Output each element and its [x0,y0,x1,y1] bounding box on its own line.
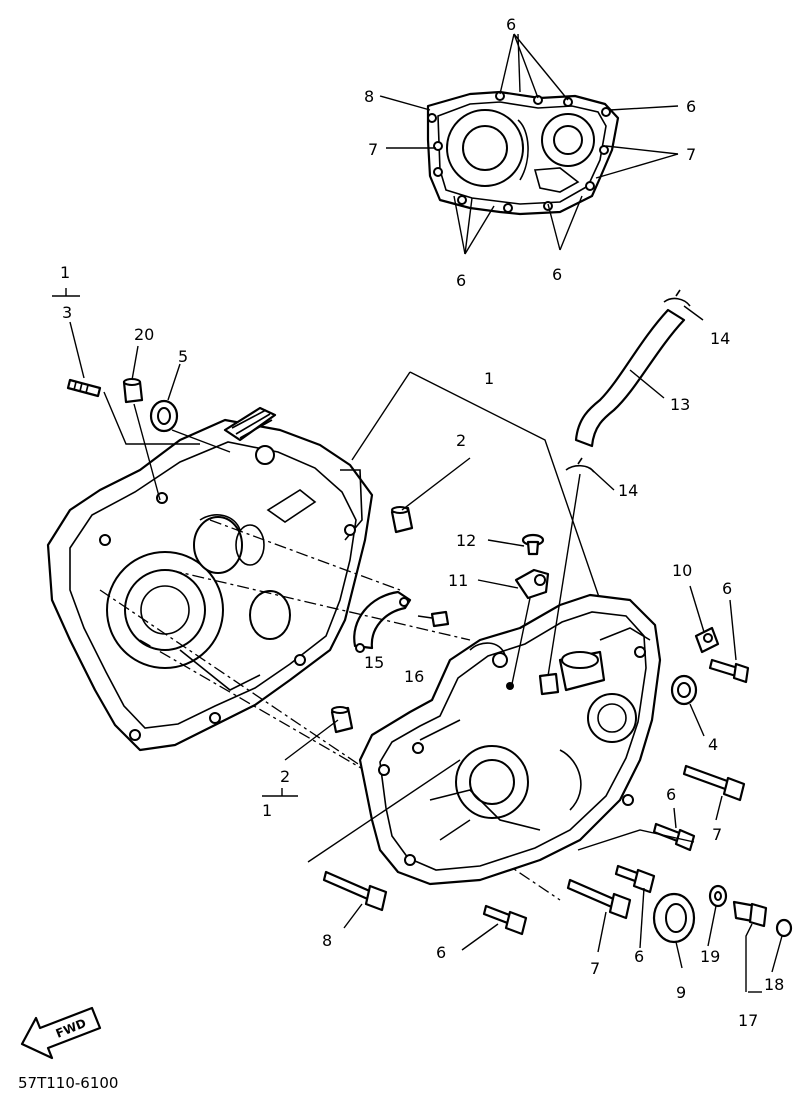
stud-3 [66,378,102,398]
hose-clamp-14-top [663,289,691,307]
callout-18: 18 [764,975,784,994]
callout-8-bottom: 8 [322,931,332,950]
callout-5: 5 [178,347,188,366]
right-leaders [307,305,783,993]
drain-plug-17 [732,900,768,928]
callout-6-mid: 6 [666,785,676,804]
bolt-8-bottom [322,870,388,912]
dowel-2-upper [390,506,414,534]
callout-6-top-bottom-right: 6 [552,265,562,284]
right-crankcase-half [358,593,662,886]
hose-clamp-14-lower [565,457,595,473]
callout-11: 11 [448,571,468,590]
crankcase-gasket [426,90,620,216]
oil-seal-4 [670,674,698,706]
callout-14-lower: 14 [618,481,638,500]
set-bracket-top [52,288,80,297]
callout-2-lower: 2 [280,767,290,786]
callout-7-bottom: 7 [590,959,600,978]
callout-13: 13 [670,395,690,414]
screw-12 [521,533,545,556]
oil-seal-9 [652,892,696,944]
callout-7-top-left: 7 [368,140,378,159]
callout-2-upper: 2 [456,431,466,450]
oil-seal-5 [149,399,179,433]
callout-19: 19 [700,947,720,966]
left-leaders [69,321,231,501]
bolt-6-lower [614,864,656,894]
callout-7-right: 7 [712,825,722,844]
callout-10: 10 [672,561,692,580]
fwd-arrow-icon [20,1006,102,1060]
callout-20: 20 [134,325,154,344]
callout-6-lower: 6 [634,947,644,966]
callout-17: 17 [738,1011,758,1030]
callout-6-top-bottom-left: 6 [456,271,466,290]
callout-6-right: 6 [722,579,732,598]
screw-16 [417,610,450,628]
dowel-2-lower [330,706,354,734]
callout-1-lower: 1 [262,801,272,820]
bolt-6-bottom [482,904,528,936]
callout-6-top: 6 [506,15,516,34]
crankcase-set-leader [284,371,601,761]
callout-3: 3 [62,303,72,322]
breather-hose-13 [574,308,686,448]
bolt-6-right [708,658,750,684]
bolt-7-bottom [566,878,632,920]
bolt-7-right [682,764,746,802]
callout-7-top-right: 7 [686,145,696,164]
callout-12: 12 [456,531,476,550]
callout-15: 15 [364,653,384,672]
callout-16: 16 [404,667,424,686]
gasket-leaders [379,33,679,255]
callout-8-top: 8 [364,87,374,106]
bracket-10 [694,626,720,654]
washer-19 [708,884,728,908]
drawing-code: 57T110-6100 [18,1074,118,1092]
callout-9: 9 [676,983,686,1002]
fitting-11 [514,568,550,600]
callout-14-top: 14 [710,329,730,348]
callout-1-set: 1 [60,263,70,282]
washer-18 [775,918,793,938]
plate-15 [353,590,412,653]
callout-6-top-right: 6 [686,97,696,116]
part-20 [122,378,144,404]
callout-6-bottom: 6 [436,943,446,962]
set-bracket-lower [262,788,298,797]
left-crankcase-half [46,406,374,752]
callout-1-crankcase: 1 [484,369,494,388]
callout-4: 4 [708,735,718,754]
